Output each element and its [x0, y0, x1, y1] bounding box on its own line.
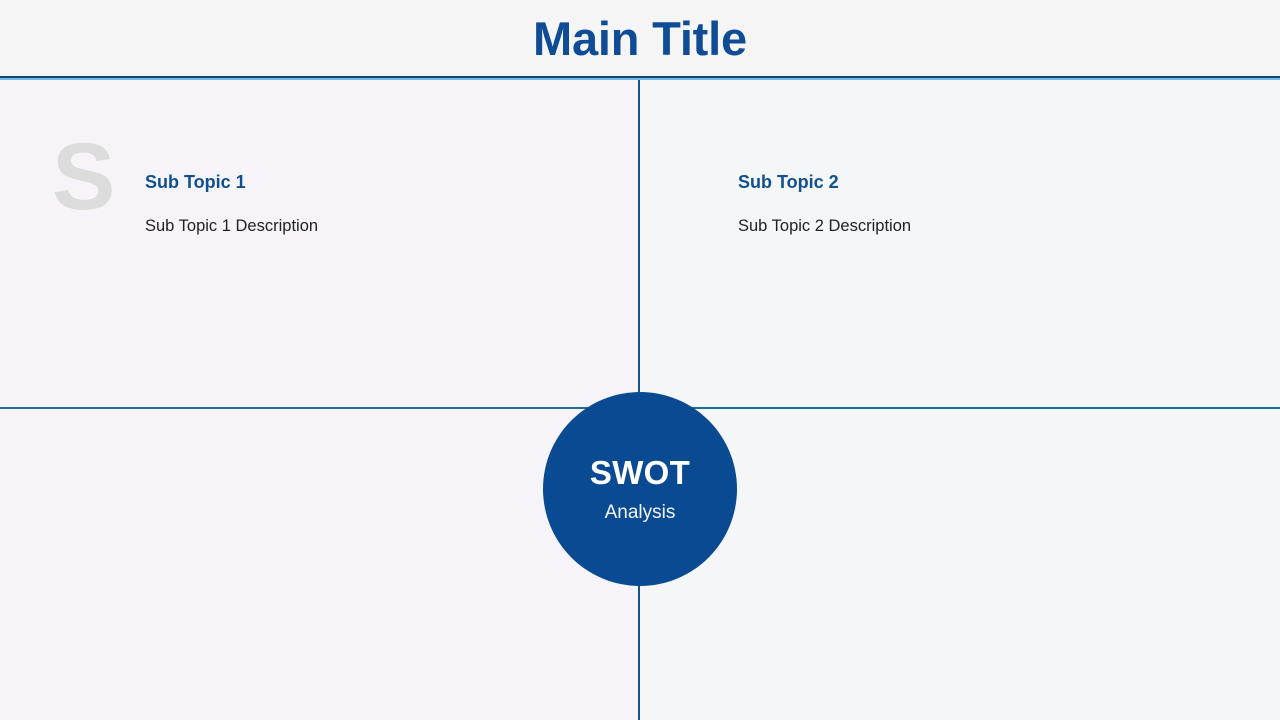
watermark-letter-s: S: [52, 124, 116, 230]
header-divider-line: [0, 76, 1280, 78]
quadrant-weaknesses-description: Sub Topic 2 Description: [738, 216, 912, 235]
swot-quadrant-board: S Sub Topic 1 Sub Topic 1 Description W …: [0, 80, 1280, 720]
quadrant-weaknesses-text: Sub Topic 2 Sub Topic 2 Description: [738, 172, 912, 237]
quadrant-threats[interactable]: T Sub Topic 4 Sub Topic 4 Description: [641, 410, 1280, 720]
header-accent-line: [0, 78, 1280, 80]
center-circle-badge[interactable]: SWOT Analysis: [543, 392, 737, 586]
quadrant-strengths-description: Sub Topic 1 Description: [145, 216, 319, 235]
quadrant-strengths[interactable]: S Sub Topic 1 Sub Topic 1 Description: [0, 80, 639, 408]
quadrant-weaknesses[interactable]: W Sub Topic 2 Sub Topic 2 Description: [641, 80, 1280, 408]
page-title: Main Title: [533, 12, 747, 65]
center-circle-title: SWOT: [589, 454, 691, 491]
slide-header: Main Title: [0, 0, 1280, 77]
quadrant-opportunities[interactable]: O Sub Topic 3 Sub Topic 3 Description: [0, 410, 639, 720]
quadrant-strengths-text: Sub Topic 1 Sub Topic 1 Description: [145, 172, 319, 237]
quadrant-weaknesses-heading: Sub Topic 2: [738, 172, 839, 192]
center-circle-subtitle: Analysis: [604, 502, 676, 523]
quadrant-strengths-heading: Sub Topic 1: [145, 172, 246, 192]
